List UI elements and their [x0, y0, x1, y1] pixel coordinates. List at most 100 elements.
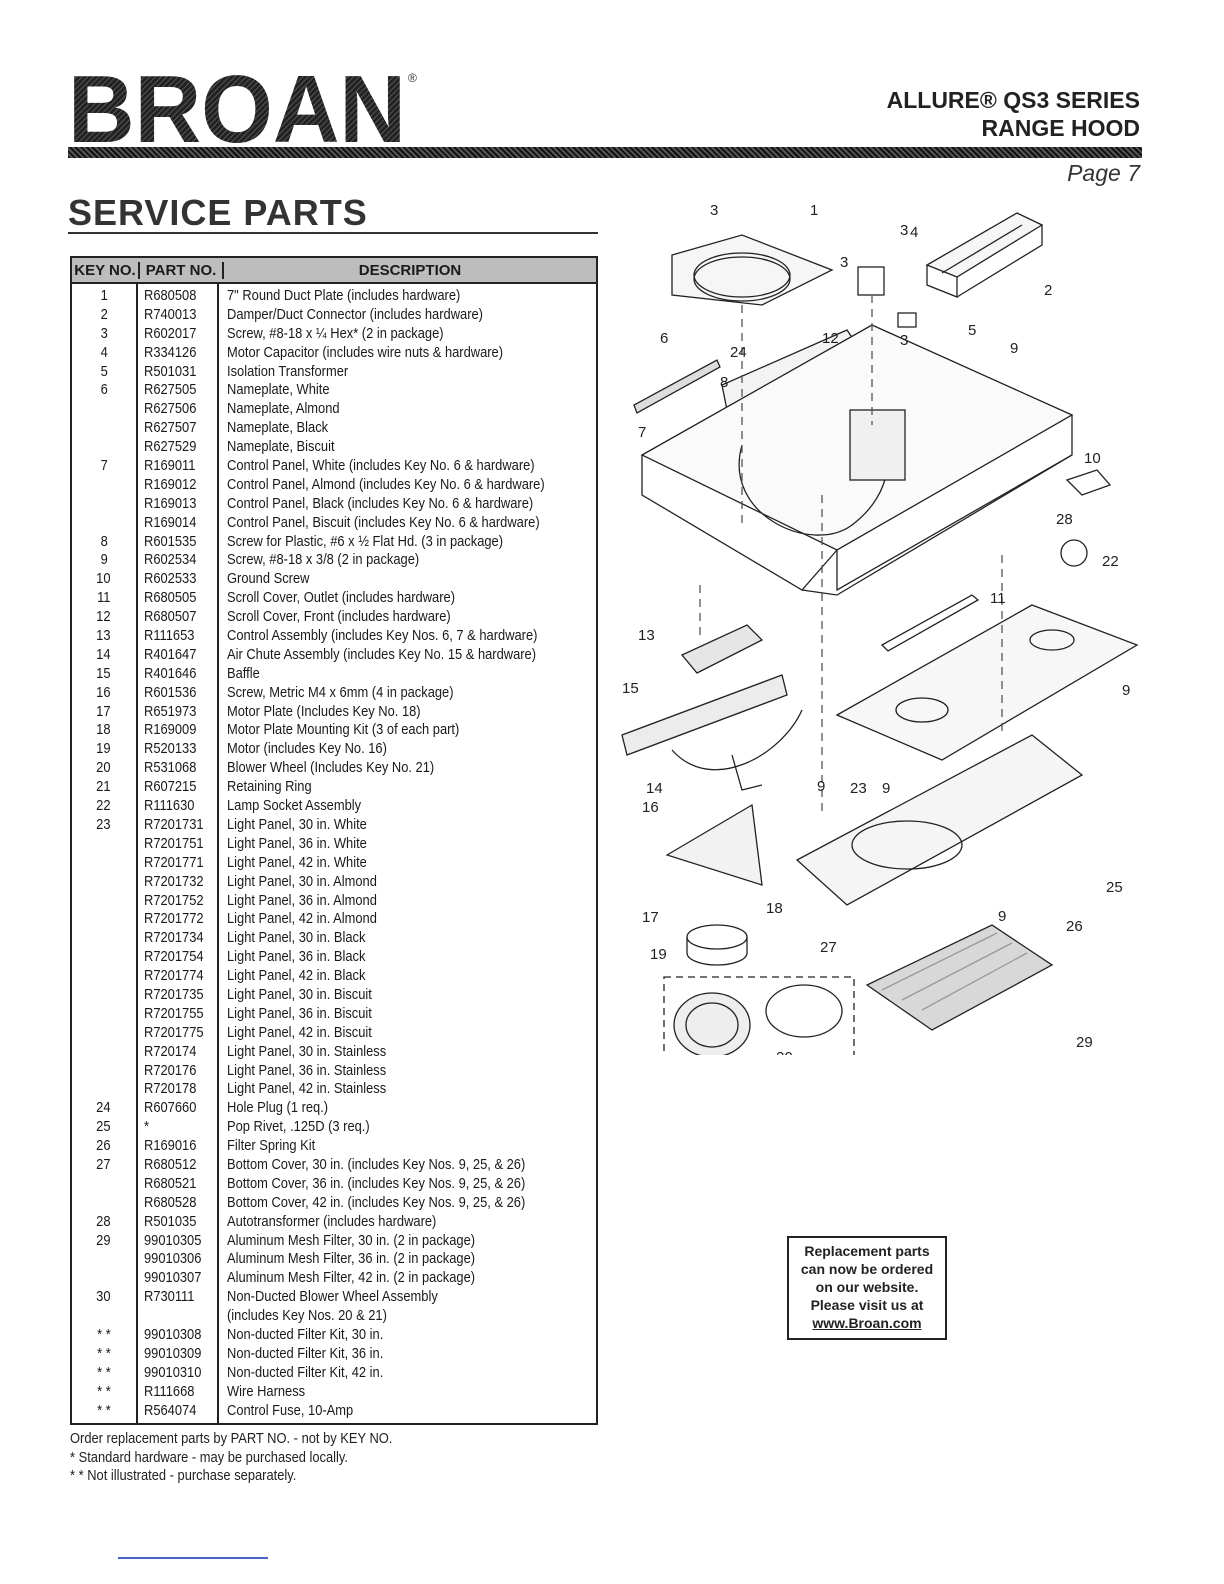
- table-row-key: 8: [72, 533, 136, 552]
- table-row-key: [72, 1175, 136, 1194]
- table-row-desc: Isolation Transformer: [227, 363, 596, 382]
- table-cell-key: * *: [96, 1401, 111, 1419]
- table-row-desc: Light Panel, 42 in. Stainless: [227, 1080, 596, 1099]
- table-row-desc: Light Panel, 36 in. White: [227, 835, 596, 854]
- hood-body: [640, 324, 1074, 596]
- table-row-key: [72, 1194, 136, 1213]
- table-cell-desc: Light Panel, 30 in. Black: [226, 929, 366, 947]
- callout-label: 24: [730, 344, 747, 361]
- table-row-part: R501031: [144, 363, 217, 382]
- callout-label: 9: [1010, 340, 1018, 357]
- table-cell-desc: Light Panel, 36 in. Black: [226, 948, 366, 966]
- table-row-part: R7201735: [144, 986, 217, 1005]
- table-row-desc: Light Panel, 42 in. White: [227, 854, 596, 873]
- callout-label: 25: [1106, 879, 1123, 896]
- table-row-desc: Screw, Metric M4 x 6mm (4 in package): [227, 684, 596, 703]
- table-cell-desc: Pop Rivet, .125D (3 req.): [226, 1118, 370, 1136]
- table-row-desc: Light Panel, 36 in. Biscuit: [227, 1005, 596, 1024]
- table-cell-desc: Light Panel, 36 in. White: [226, 834, 367, 852]
- table-cell-desc: Light Panel, 30 in. White: [226, 815, 367, 833]
- table-cell-desc: Nameplate, Biscuit: [226, 438, 335, 456]
- table-row-part: R7201774: [144, 967, 217, 986]
- control-assembly: [680, 624, 764, 674]
- table-cell-part: R169012: [143, 475, 196, 493]
- diagram-callouts: 1233334567899999101112131415161718192021…: [622, 202, 1130, 1094]
- callout-label: 28: [1056, 511, 1073, 528]
- table-cell-part: 99010307: [143, 1269, 201, 1287]
- table-row-key: [72, 967, 136, 986]
- table-row-key: 15: [72, 665, 136, 684]
- table-row-part: R7201772: [144, 910, 217, 929]
- table-row-key: 30: [72, 1288, 136, 1307]
- callout-label: 20: [776, 1049, 793, 1055]
- table-cell-desc: Retaining Ring: [226, 778, 312, 796]
- table-row-key: [72, 1080, 136, 1099]
- table-cell-desc: Light Panel, 36 in. Biscuit: [226, 1004, 372, 1022]
- table-cell-key: 22: [96, 797, 111, 815]
- table-row-part: R7201734: [144, 929, 217, 948]
- diagram-svg: 1233334567899999101112131415161718192021…: [621, 202, 1139, 1113]
- table-row-desc: Light Panel, 36 in. Black: [227, 948, 596, 967]
- table-cell-part: R680512: [143, 1155, 196, 1173]
- table-row-part: R601535: [144, 533, 217, 552]
- broan-logo-mark: BROAN ®: [68, 62, 417, 148]
- header-description: DESCRIPTION: [358, 261, 462, 279]
- table-row-part: R602017: [144, 325, 217, 344]
- table-row-part: R7201752: [144, 892, 217, 911]
- table-cell-desc: Screw, Metric M4 x 6mm (4 in package): [226, 683, 454, 701]
- table-cell-key: 21: [96, 778, 111, 796]
- table-row-key: 7: [72, 457, 136, 476]
- table-row-part: R7201771: [144, 854, 217, 873]
- table-cell-desc: Motor Plate Mounting Kit (3 of each part…: [226, 721, 459, 739]
- table-row-key: 10: [72, 570, 136, 589]
- table-row-key: [72, 948, 136, 967]
- table-row-part: R680505: [144, 589, 217, 608]
- table-cell-part: R730111: [143, 1288, 194, 1306]
- table-row-key: [72, 1024, 136, 1043]
- table-row-desc: Non-ducted Filter Kit, 36 in.: [227, 1345, 596, 1364]
- table-cell-part: R401647: [143, 645, 196, 663]
- callout-label: 12: [822, 330, 839, 347]
- callout-label: 14: [646, 780, 663, 797]
- table-cell-key: 12: [96, 608, 111, 626]
- table-cell-key: 3: [100, 324, 108, 342]
- table-cell-part: R7201735: [143, 985, 204, 1003]
- table-cell-key: 6: [100, 381, 108, 399]
- table-cell-desc: Light Panel, 42 in. White: [226, 853, 367, 871]
- damper-connector: [925, 212, 1044, 298]
- table-row-desc: Nameplate, Black: [227, 419, 596, 438]
- table-cell-part: R531068: [143, 759, 196, 777]
- table-row-key: [72, 1005, 136, 1024]
- broan-website-link[interactable]: www.Broan.com: [812, 1315, 922, 1331]
- table-row-desc: Light Panel, 30 in. White: [227, 816, 596, 835]
- callout-label: 29: [1076, 1034, 1093, 1051]
- table-row-part: R7201732: [144, 873, 217, 892]
- table-cell-desc: (includes Key Nos. 20 & 21): [226, 1307, 387, 1325]
- table-row-part: R169011: [144, 457, 217, 476]
- table-cell-part: R169016: [143, 1137, 196, 1155]
- header-rule: [68, 147, 1142, 158]
- table-cell-key: * *: [96, 1382, 111, 1400]
- duct-plate: [671, 234, 834, 306]
- blower-wheel: [673, 984, 843, 1106]
- table-row-part: R680512: [144, 1156, 217, 1175]
- table-row-part: R607660: [144, 1099, 217, 1118]
- callout-label: 16: [642, 799, 659, 816]
- callout-label: 6: [660, 330, 668, 347]
- table-cell-key: 15: [96, 664, 111, 682]
- table-row-part: R607215: [144, 778, 217, 797]
- table-row-desc: Non-Ducted Blower Wheel Assembly: [227, 1288, 596, 1307]
- table-cell-key: 24: [96, 1099, 111, 1117]
- callout-label: 3: [900, 222, 908, 239]
- callout-label: 19: [650, 946, 667, 963]
- table-cell-part: R7201774: [143, 967, 204, 985]
- table-cell-part: R627505: [143, 381, 196, 399]
- table-cell-part: R627507: [143, 419, 196, 437]
- footnote-2: * Standard hardware - may be purchased l…: [70, 1449, 445, 1468]
- callout-label: 4: [910, 224, 918, 241]
- table-cell-part: R169009: [143, 721, 196, 739]
- table-row-key: 14: [72, 646, 136, 665]
- table-cell-desc: 7" Round Duct Plate (includes hardware): [226, 287, 460, 304]
- table-row-part: R169012: [144, 476, 217, 495]
